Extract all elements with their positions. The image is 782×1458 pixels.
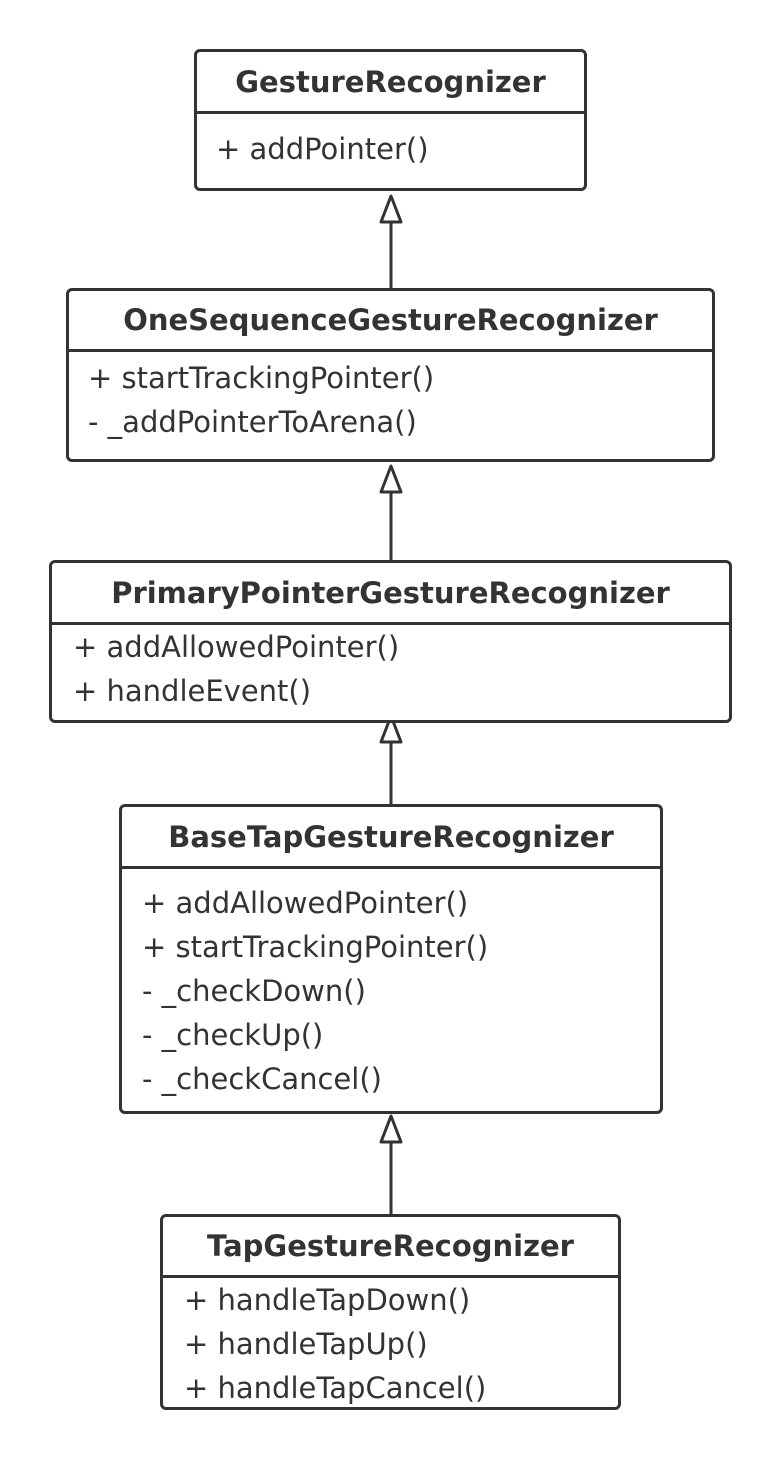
class-name-header: GestureRecognizer xyxy=(197,52,584,114)
class-name-header: PrimaryPointerGestureRecognizer xyxy=(52,563,729,625)
class-name: PrimaryPointerGestureRecognizer xyxy=(111,575,670,610)
class-gesture-recognizer: GestureRecognizer + addPointer() xyxy=(194,49,587,191)
inheritance-arrow-onesequence-to-gesturerecognizer xyxy=(379,194,403,290)
class-primary-pointer-gesture-recognizer: PrimaryPointerGestureRecognizer + addAll… xyxy=(49,560,732,723)
class-name: TapGestureRecognizer xyxy=(207,1229,574,1263)
class-name: OneSequenceGestureRecognizer xyxy=(123,303,658,337)
class-name-header: OneSequenceGestureRecognizer xyxy=(69,291,712,352)
class-member: - _checkUp() xyxy=(142,1018,324,1052)
class-tap-gesture-recognizer: TapGestureRecognizer + handleTapDown() +… xyxy=(160,1214,621,1410)
class-base-tap-gesture-recognizer: BaseTapGestureRecognizer + addAllowedPoi… xyxy=(119,804,663,1114)
class-name-header: BaseTapGestureRecognizer xyxy=(122,807,660,869)
class-member: + addPointer() xyxy=(216,132,429,166)
inheritance-arrow-tap-to-basetap xyxy=(379,1114,403,1216)
inheritance-arrow-basetap-to-primarypointer xyxy=(379,714,403,806)
class-name-header: TapGestureRecognizer xyxy=(163,1217,618,1278)
class-member: + startTrackingPointer() xyxy=(142,930,489,964)
class-member: + handleTapCancel() xyxy=(184,1371,487,1405)
class-member: + startTrackingPointer() xyxy=(88,361,435,395)
class-one-sequence-gesture-recognizer: OneSequenceGestureRecognizer + startTrac… xyxy=(66,288,715,462)
class-member: - _addPointerToArena() xyxy=(88,405,417,439)
class-member: + handleTapDown() xyxy=(184,1283,471,1317)
class-member: + handleTapUp() xyxy=(184,1327,428,1361)
class-member: - _checkDown() xyxy=(142,974,366,1008)
class-members: + handleTapDown() + handleTapUp() + hand… xyxy=(163,1278,618,1410)
class-name: BaseTapGestureRecognizer xyxy=(168,819,614,854)
class-members: + addAllowedPointer() + startTrackingPoi… xyxy=(122,869,660,1101)
class-member: + handleEvent() xyxy=(73,674,312,708)
class-member: + addAllowedPointer() xyxy=(73,630,400,664)
class-members: + addAllowedPointer() + handleEvent() xyxy=(52,625,729,713)
class-member: - _checkCancel() xyxy=(142,1062,382,1096)
class-member: + addAllowedPointer() xyxy=(142,886,469,920)
inheritance-arrow-primarypointer-to-onesequence xyxy=(379,464,403,562)
class-members: + addPointer() xyxy=(197,114,584,171)
class-name: GestureRecognizer xyxy=(235,64,546,99)
class-members: + startTrackingPointer() - _addPointerTo… xyxy=(69,352,712,444)
